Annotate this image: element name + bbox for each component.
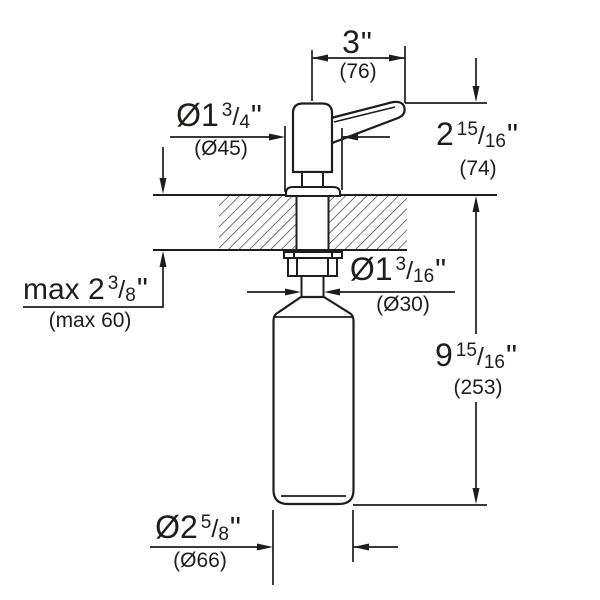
dim-value: 9: [434, 337, 453, 373]
fraction-numerator: 15: [455, 340, 477, 361]
arrowhead-right: [257, 543, 273, 551]
pump-stem: [301, 171, 324, 188]
inch-mark: ": [229, 510, 241, 545]
mounting-flange: [285, 186, 341, 197]
dim-value: max 2: [23, 273, 105, 306]
arrowhead-down: [472, 86, 480, 102]
inch-mark: ": [435, 252, 447, 287]
shank-cutout: [296, 196, 329, 250]
dim-height-below-deck-mm: (253): [453, 376, 503, 399]
fraction-numerator: 5: [200, 512, 212, 533]
arrowhead-right: [269, 133, 285, 141]
spout-lever: [329, 100, 406, 145]
fraction-denominator: 8: [218, 524, 229, 545]
arrowhead-left: [353, 543, 369, 551]
arrowhead-left: [312, 54, 328, 62]
fraction-numerator: 15: [456, 119, 478, 140]
dim-value: 3: [342, 24, 360, 60]
inch-mark: ": [250, 98, 262, 133]
fraction-denominator: 16: [483, 352, 506, 373]
arrowhead-right: [389, 54, 405, 62]
nut-body: [287, 257, 338, 277]
dim-spout-reach: [311, 46, 406, 103]
dim-spout-reach-mm: (76): [339, 60, 377, 83]
fraction-numerator: 3: [107, 273, 119, 294]
dim-value: 2: [435, 116, 454, 152]
arrowhead-down: [159, 178, 167, 194]
fraction-numerator: 3: [395, 254, 407, 275]
dim-bottle-diameter-mm: (Ø66): [173, 549, 227, 572]
dim-height-above-deck: [405, 58, 487, 104]
fraction-slash: /: [406, 257, 414, 285]
inch-mark: ": [506, 338, 518, 373]
arrowhead-up: [472, 196, 480, 212]
bottle-outline: [272, 295, 355, 506]
fraction-slash: /: [477, 122, 485, 150]
dim-shank-diameter-mm: (Ø30): [376, 293, 430, 316]
shank: [295, 196, 330, 252]
dim-max-deck-thickness: [23, 147, 167, 308]
inch-mark: ": [507, 117, 519, 152]
pump-head: [285, 100, 406, 197]
arrowhead-down: [472, 488, 480, 504]
mounting-nut: [283, 251, 343, 277]
spout-top-face-line: [333, 106, 396, 123]
fraction-slash: /: [476, 343, 484, 371]
arrowhead-left: [324, 288, 340, 296]
dim-value: Ø1: [349, 251, 393, 287]
fraction-denominator: 16: [413, 266, 435, 287]
fraction-denominator: 8: [125, 285, 136, 306]
soap-bottle: [272, 295, 355, 506]
dim-flange-diameter-mm: (Ø45): [194, 137, 248, 160]
dim-bottle-diameter: [150, 510, 398, 585]
dim-height-below-deck: [353, 196, 487, 506]
dim-max-deck-thickness-mm: (max 60): [48, 309, 132, 332]
arrowhead-up: [159, 251, 167, 267]
fraction-slash: /: [118, 276, 126, 304]
inch-mark: ": [136, 271, 148, 306]
fraction-slash: /: [211, 515, 219, 543]
inch-mark: ": [360, 25, 372, 60]
arrowhead-right: [285, 288, 301, 296]
fraction-denominator: 4: [239, 112, 250, 133]
dim-value: Ø2: [155, 509, 198, 545]
dim-spout-reach-value: 3": [342, 26, 372, 59]
dim-value: Ø1: [176, 97, 219, 133]
dim-shank-diameter: [247, 288, 455, 296]
dim-height-above-deck-mm: (74): [459, 157, 497, 180]
countertop: [153, 194, 497, 251]
dim-flange-diameter: [170, 126, 390, 192]
fraction-numerator: 3: [221, 100, 233, 121]
arrowhead-left: [342, 133, 358, 141]
pump-body: [291, 102, 334, 174]
fraction-denominator: 16: [484, 131, 507, 152]
fraction-slash: /: [232, 103, 240, 131]
supply-tube: [300, 276, 325, 298]
